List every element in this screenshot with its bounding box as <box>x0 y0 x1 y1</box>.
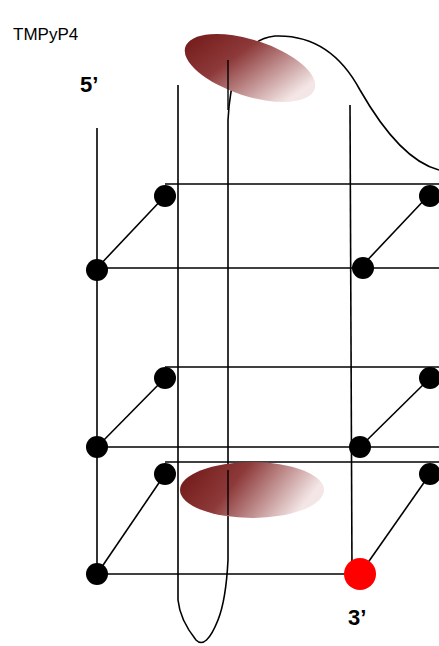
strand-end-label: 5’ <box>80 74 98 96</box>
compound-label: TMPyP4 <box>13 26 78 43</box>
strand-end-label: 3’ <box>348 607 366 629</box>
